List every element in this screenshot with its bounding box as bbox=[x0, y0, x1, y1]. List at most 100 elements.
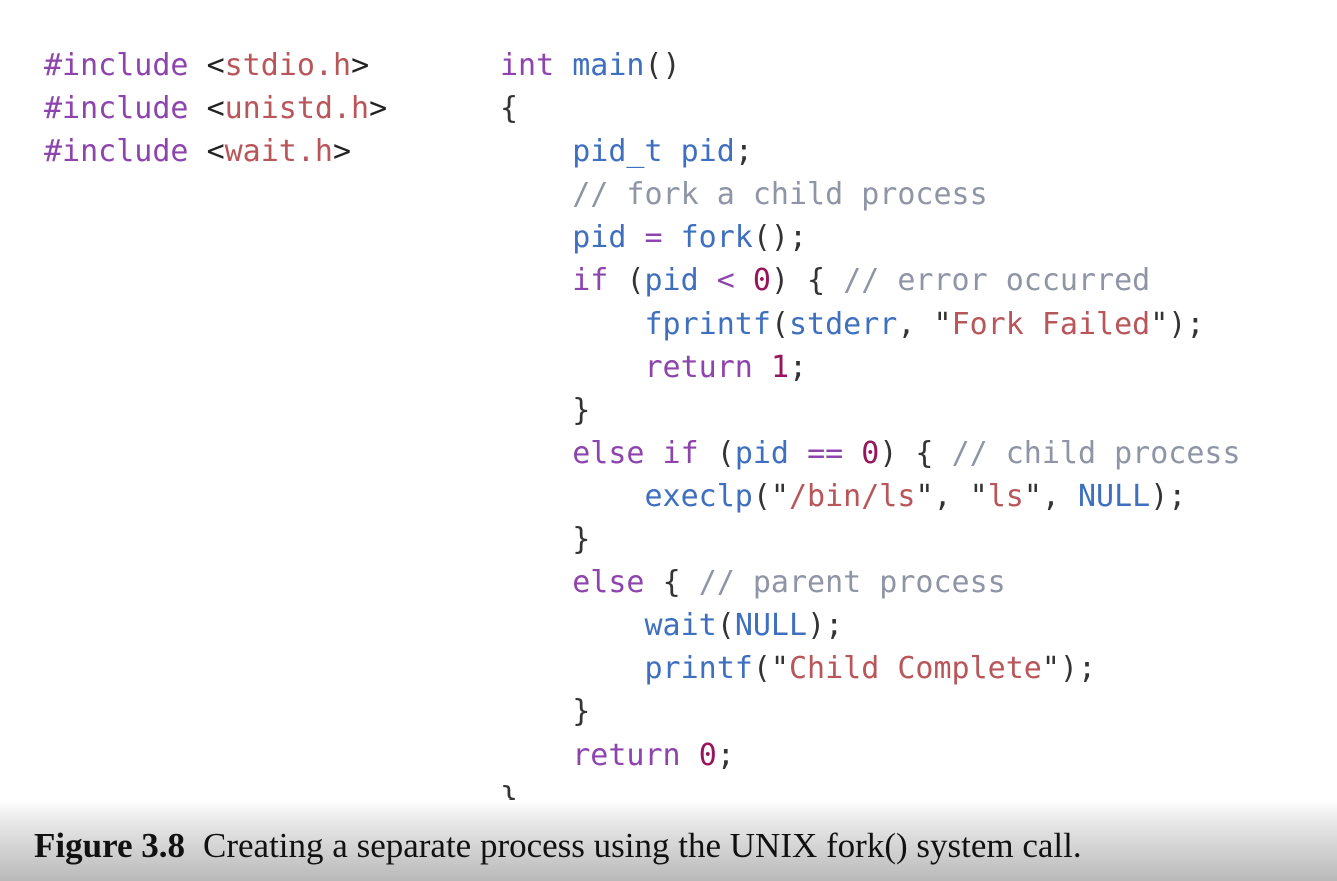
code-line: int main() bbox=[500, 44, 1241, 87]
code-token: wait.h bbox=[224, 134, 333, 170]
code-token: wait bbox=[644, 608, 717, 644]
code-token: #include bbox=[44, 91, 207, 127]
figure-caption-text: Creating a separate process using the UN… bbox=[203, 826, 1082, 865]
code-token: ", bbox=[1023, 478, 1078, 514]
code-token: // parent process bbox=[698, 565, 1006, 601]
code-token: (); bbox=[752, 220, 808, 256]
code-line: } bbox=[500, 518, 1241, 561]
code-token bbox=[500, 608, 645, 643]
code-line: pid = fork(); bbox=[500, 216, 1241, 259]
code-token: NULL bbox=[734, 608, 808, 644]
code-token: pid_t bbox=[572, 134, 681, 170]
code-token: ( bbox=[716, 608, 735, 644]
code-token: 1 bbox=[770, 349, 789, 385]
code-token: pid bbox=[680, 134, 735, 170]
caption-bar bbox=[0, 800, 1337, 881]
code-token: ; bbox=[734, 134, 753, 170]
code-token: ); bbox=[807, 608, 844, 644]
code-line: wait(NULL); bbox=[500, 604, 1241, 647]
code-line: // fork a child process bbox=[500, 173, 1241, 216]
code-token: main bbox=[572, 48, 645, 83]
code-line: #include <stdio.h> bbox=[44, 44, 387, 87]
code-line: execlp("/bin/ls", "ls", NULL); bbox=[500, 475, 1241, 518]
code-line: } bbox=[500, 690, 1241, 733]
code-line: pid_t pid; bbox=[500, 130, 1241, 173]
code-token bbox=[500, 350, 645, 385]
code-line: return 1; bbox=[500, 346, 1241, 389]
code-token: unistd.h bbox=[224, 91, 370, 127]
code-token: // child process bbox=[951, 435, 1241, 471]
code-token: int bbox=[500, 48, 573, 83]
code-token: #include bbox=[44, 48, 207, 83]
code-token bbox=[500, 134, 572, 169]
code-main-function: int main() { pid_t pid; // fork a child p… bbox=[500, 44, 1241, 820]
code-token: = bbox=[644, 220, 681, 256]
code-line: else if (pid == 0) { // child process bbox=[500, 432, 1241, 475]
code-token: // error occurred bbox=[843, 263, 1151, 299]
code-token: execlp bbox=[644, 478, 753, 514]
code-token: < bbox=[716, 263, 753, 299]
code-token bbox=[500, 565, 572, 600]
code-token: } bbox=[500, 694, 591, 730]
code-token: (" bbox=[752, 651, 789, 687]
code-token: pid bbox=[572, 220, 645, 256]
code-token: ( bbox=[716, 435, 735, 471]
code-token: fprintf bbox=[644, 306, 771, 342]
code-token: NULL bbox=[1078, 478, 1151, 514]
code-token: } bbox=[500, 522, 591, 558]
code-token bbox=[500, 263, 572, 298]
code-token: > bbox=[351, 48, 370, 83]
code-token: printf bbox=[644, 651, 753, 687]
code-token: ) { bbox=[770, 263, 844, 299]
code-token: , " bbox=[897, 306, 952, 342]
code-token: 0 bbox=[698, 737, 717, 773]
code-token: < bbox=[206, 48, 225, 83]
code-token bbox=[500, 307, 645, 342]
code-token: 0 bbox=[752, 263, 771, 299]
code-token bbox=[500, 177, 572, 212]
code-token: } bbox=[500, 392, 591, 428]
code-token: < bbox=[206, 134, 225, 170]
code-token: ", " bbox=[915, 478, 988, 514]
code-includes: #include <stdio.h>#include <unistd.h>#in… bbox=[44, 44, 387, 173]
code-token: pid bbox=[644, 263, 717, 299]
code-token: ; bbox=[716, 737, 735, 773]
code-token: fork bbox=[680, 220, 753, 256]
code-token: Child Complete bbox=[789, 651, 1042, 687]
code-line: printf("Child Complete"); bbox=[500, 647, 1241, 690]
code-token bbox=[500, 220, 572, 255]
code-token: "); bbox=[1150, 306, 1205, 342]
code-token: ); bbox=[1150, 478, 1187, 514]
figure-caption: Figure 3.8 Creating a separate process us… bbox=[34, 824, 1082, 868]
code-token: "); bbox=[1041, 651, 1097, 687]
code-token: > bbox=[369, 91, 388, 127]
code-token: Fork Failed bbox=[951, 306, 1151, 342]
code-token: { bbox=[662, 565, 699, 601]
code-line: fprintf(stderr, "Fork Failed"); bbox=[500, 303, 1241, 346]
code-token: pid bbox=[734, 435, 808, 471]
code-line: return 0; bbox=[500, 734, 1241, 777]
code-token bbox=[500, 738, 572, 773]
code-token: else bbox=[572, 565, 663, 601]
code-line: else { // parent process bbox=[500, 561, 1241, 604]
code-token: (" bbox=[752, 478, 789, 514]
code-token bbox=[500, 436, 572, 471]
code-token: < bbox=[206, 91, 225, 127]
code-token: { bbox=[500, 91, 519, 127]
figure-label: Figure 3.8 bbox=[34, 826, 186, 865]
code-token: return bbox=[572, 737, 699, 773]
code-token: ls bbox=[987, 478, 1024, 514]
code-token: stdio.h bbox=[224, 48, 352, 83]
code-token: else if bbox=[572, 435, 717, 471]
code-token: ( bbox=[770, 306, 789, 342]
code-line: if (pid < 0) { // error occurred bbox=[500, 259, 1241, 302]
code-token: ; bbox=[789, 349, 808, 385]
code-line: { bbox=[500, 87, 1241, 130]
code-token: if bbox=[572, 263, 627, 299]
code-token: /bin/ls bbox=[789, 478, 916, 514]
code-token bbox=[500, 651, 645, 686]
code-line: } bbox=[500, 389, 1241, 432]
code-token: () bbox=[644, 48, 681, 83]
code-line: #include <unistd.h> bbox=[44, 87, 387, 130]
